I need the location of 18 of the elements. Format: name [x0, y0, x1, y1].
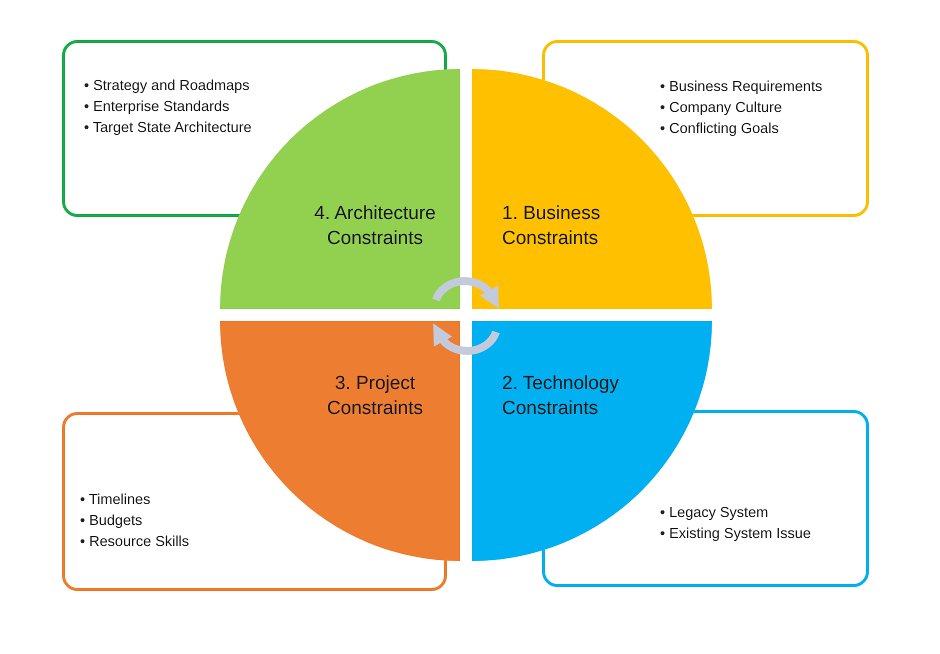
list-item: • Legacy System: [660, 504, 770, 523]
list-item: • Existing System Issue: [660, 525, 811, 544]
curved-arrow: [432, 324, 500, 355]
quadrant-segment: [220, 321, 460, 561]
list-item: • Budgets: [80, 512, 144, 531]
segment-title: 1. Business Constraints: [502, 202, 602, 251]
curved-arrow: [432, 277, 500, 308]
list-item: • Resource Skills: [80, 533, 190, 552]
list-item: • Enterprise Standards: [84, 98, 230, 117]
list-item: • Conflicting Goals: [660, 120, 780, 139]
segment-title: 3. Project Constraints: [326, 372, 424, 421]
list-item: • Strategy and Roadmaps: [84, 77, 250, 96]
list-item: • Target State Architecture: [84, 119, 252, 138]
segment-title: 2. Technology Constraints: [502, 372, 620, 421]
segment-title: 4. Architecture Constraints: [313, 202, 437, 251]
list-item: • Timelines: [80, 491, 152, 510]
list-item: • Company Culture: [660, 99, 783, 118]
list-item: • Business Requirements: [660, 78, 822, 97]
